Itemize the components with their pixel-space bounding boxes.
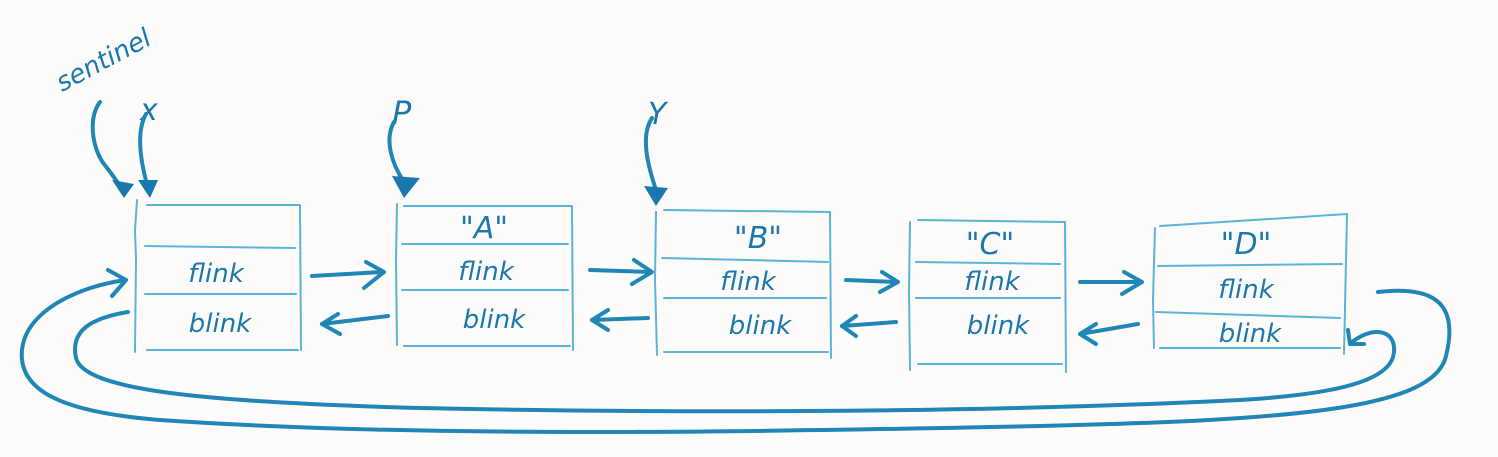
wraparound-flink-loop — [19, 268, 1452, 434]
y-pointer-arrow — [643, 116, 668, 206]
node-value: "B" — [734, 221, 782, 256]
flink-arrow-a-b — [588, 258, 654, 286]
blink-field: blink — [1219, 319, 1282, 349]
node-b: "B" flink blink — [654, 209, 832, 359]
blink-arrow-c-b — [840, 314, 898, 338]
flink-arrow-b-c — [844, 270, 900, 294]
sentinel-pointer-arrow — [90, 100, 134, 198]
node-d: "D" flink blink — [1152, 213, 1348, 355]
blink-arrow-d-c — [1078, 322, 1140, 346]
flink-field: flink — [188, 259, 244, 289]
blink-arrow-b-a — [590, 308, 650, 332]
sentinel-label: sentinel — [51, 23, 157, 98]
sentinel-node: flink blink — [134, 199, 302, 353]
flink-arrow-c-d — [1078, 270, 1144, 296]
blink-field: blink — [729, 311, 792, 341]
y-pointer-label: Y — [648, 97, 669, 132]
node-c: "C" flink blink — [908, 219, 1067, 373]
node-value: "D" — [1221, 227, 1272, 262]
x-pointer-arrow — [138, 112, 158, 198]
blink-arrow-a-0 — [320, 312, 390, 336]
flink-arrow-0-a — [310, 260, 386, 290]
p-pointer-label: P — [392, 94, 412, 132]
node-value: "A" — [460, 211, 508, 246]
p-pointer-arrow — [387, 120, 420, 198]
flink-field: flink — [964, 267, 1020, 297]
flink-field: flink — [720, 267, 776, 297]
blink-field: blink — [189, 309, 252, 339]
node-value: "C" — [966, 227, 1015, 262]
blink-field: blink — [967, 311, 1030, 341]
node-a: "A" flink blink — [395, 203, 574, 351]
wraparound-blink-loop — [73, 310, 1397, 414]
flink-field: flink — [1218, 275, 1274, 305]
flink-field: flink — [458, 257, 514, 287]
blink-field: blink — [463, 305, 526, 335]
